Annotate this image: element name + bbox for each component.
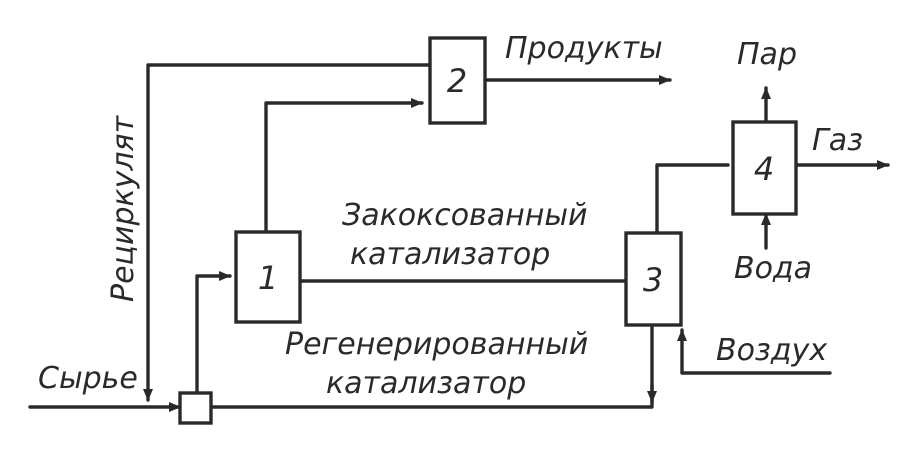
block-3-number: 3	[643, 261, 663, 299]
block-1	[234, 230, 302, 324]
coked-catalyst-label-line1: Закоксованный	[342, 198, 588, 233]
mixer-box	[178, 391, 213, 425]
feed-label: Сырье	[38, 361, 138, 396]
water-label: Вода	[734, 251, 812, 286]
reactor-to-fractionator-line	[264, 98, 424, 234]
block-2-number: 2	[447, 62, 467, 100]
air-line	[677, 328, 832, 375]
block-3	[624, 231, 683, 327]
products-label: Продукты	[505, 31, 663, 66]
feed-to-reactor-line	[195, 271, 232, 395]
recycle-line	[143, 63, 432, 402]
block-4	[731, 120, 798, 216]
block-2	[428, 36, 487, 125]
regenerated-catalyst-label-line2: катализатор	[326, 366, 526, 401]
coked-catalyst-label-line2: катализатор	[350, 237, 550, 272]
steam-label: Пар	[737, 37, 797, 72]
block-4-number: 4	[754, 150, 774, 188]
flue-gas-line	[655, 163, 730, 235]
gas-label: Газ	[812, 123, 863, 158]
block-1-number: 1	[258, 259, 278, 297]
recycle-label: Рециркулят	[106, 114, 141, 302]
regenerated-catalyst-label-line1: Регенерированный	[285, 327, 588, 362]
regenerated-catalyst-line	[211, 323, 654, 409]
air-label: Воздух	[716, 333, 827, 368]
